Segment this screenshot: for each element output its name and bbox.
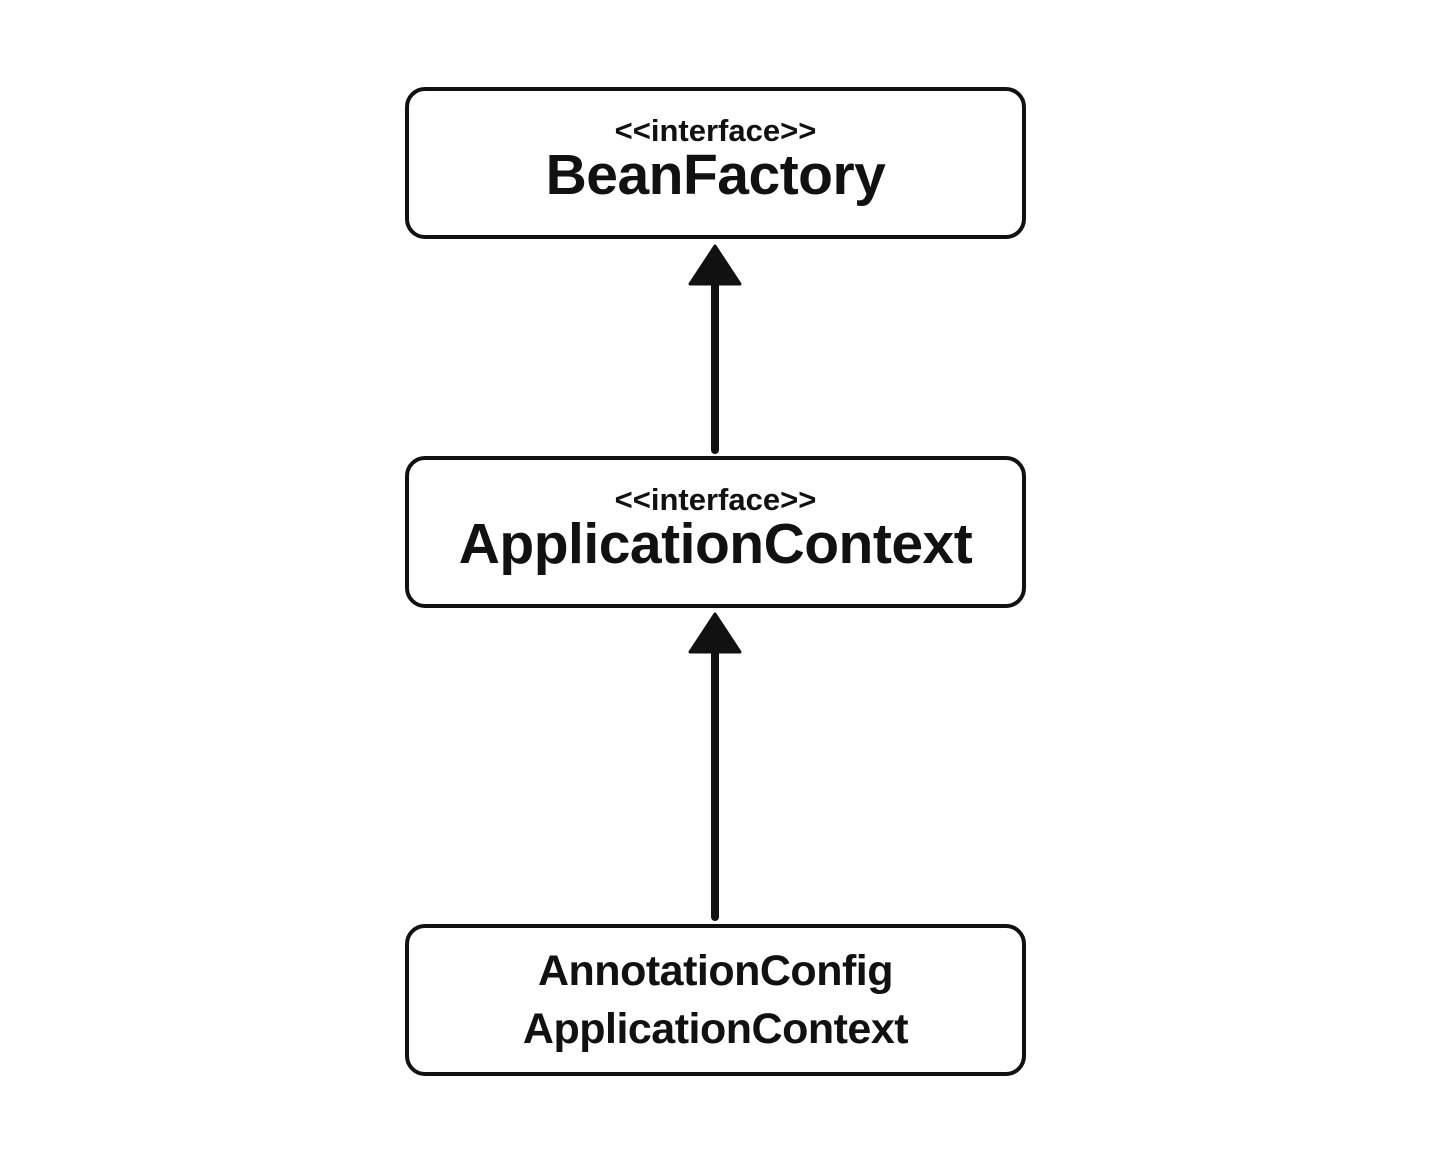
- arrowhead-icon: [688, 244, 742, 286]
- arrowhead-icon: [688, 612, 742, 654]
- class-name: ApplicationContext: [458, 511, 973, 576]
- class-name: BeanFactory: [545, 142, 886, 207]
- class-box-beanfactory: <<interface>> BeanFactory: [405, 87, 1026, 239]
- class-box-annotationconfigapplicationcontext: AnnotationConfig ApplicationContext: [405, 924, 1026, 1076]
- class-name-line-1: AnnotationConfig: [537, 946, 894, 995]
- class-box-applicationcontext: <<interface>> ApplicationContext: [405, 456, 1026, 608]
- class-name-line-2: ApplicationContext: [522, 1005, 909, 1053]
- edge-annotationconfig-to-applicationcontext: [688, 612, 742, 921]
- edge-applicationcontext-to-beanfactory: [688, 244, 742, 454]
- stereotype-label: <<interface>>: [614, 112, 817, 148]
- stereotype-label: <<interface>>: [614, 481, 817, 517]
